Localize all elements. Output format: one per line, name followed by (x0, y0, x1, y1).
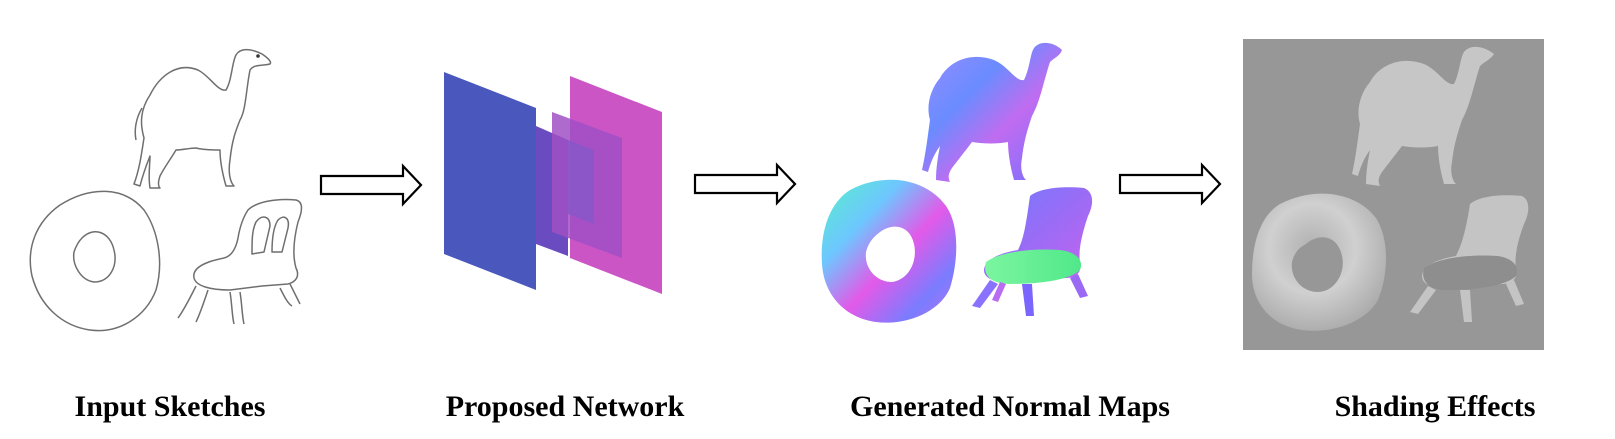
input-sketches-panel (29, 48, 303, 332)
stage-label-shading-effects: Shading Effects (1334, 390, 1536, 423)
chair-normal-map (972, 187, 1093, 316)
arrow-right-icon (319, 163, 423, 207)
stage-label-normal-maps: Generated Normal Maps (850, 390, 1170, 423)
network-layer-blue (444, 72, 536, 290)
chair-shading (1410, 195, 1529, 322)
torus-sketch (29, 190, 161, 332)
arrow-right-icon (693, 162, 797, 206)
shading-effects-panel (1243, 39, 1544, 350)
camel-shading (1352, 46, 1494, 187)
camel-tail-sketch (134, 107, 143, 141)
camel-eye (256, 54, 260, 58)
torus-shading (1252, 193, 1386, 331)
network-layer-inner (568, 140, 594, 224)
stage-label-proposed-network: Proposed Network (445, 390, 685, 423)
proposed-network-panel (444, 72, 662, 294)
torus-normal-map (821, 179, 957, 323)
camel-sketch (133, 48, 272, 189)
camel-normal-map (922, 42, 1062, 183)
normal-maps-panel (821, 42, 1093, 323)
stage-label-input-sketches: Input Sketches (74, 390, 266, 423)
arrow-right-icon (1118, 162, 1222, 206)
torus-hole-sketch (72, 231, 116, 283)
chair-sketch (177, 198, 303, 325)
